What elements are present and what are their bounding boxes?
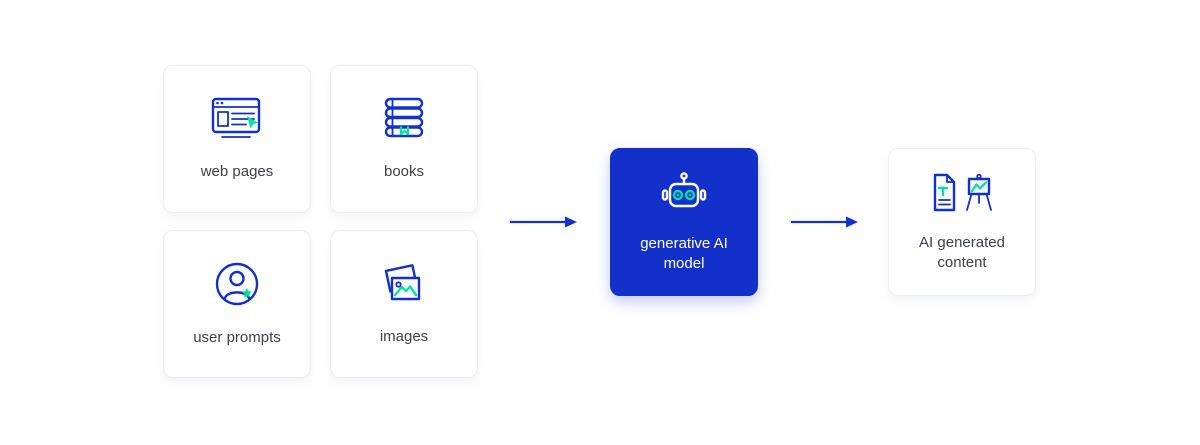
output-label: AI generated content (919, 233, 1005, 271)
flow-arrow-inputs-to-model (508, 214, 578, 235)
input-card-web-pages: web pages (163, 65, 311, 213)
user-prompts-icon (213, 260, 261, 308)
input-card-books: books (330, 65, 478, 213)
input-label-user-prompts: user prompts (193, 328, 281, 346)
input-label-images: images (379, 327, 429, 345)
input-label-web-pages: web pages (200, 162, 274, 180)
images-icon (379, 261, 429, 307)
books-icon (379, 96, 429, 142)
input-card-user-prompts: user prompts (163, 230, 311, 378)
model-label: generative AI model (640, 234, 728, 272)
output-card-ai-generated-content: AI generated content (888, 148, 1036, 296)
flow-arrow-model-to-output (789, 214, 859, 235)
input-label-books: books (383, 162, 425, 180)
webpage-icon (210, 96, 264, 142)
model-card-generative-ai: generative AI model (610, 148, 758, 296)
document-easel-icon (928, 171, 996, 217)
input-card-images: images (330, 230, 478, 378)
robot-icon (657, 170, 711, 220)
